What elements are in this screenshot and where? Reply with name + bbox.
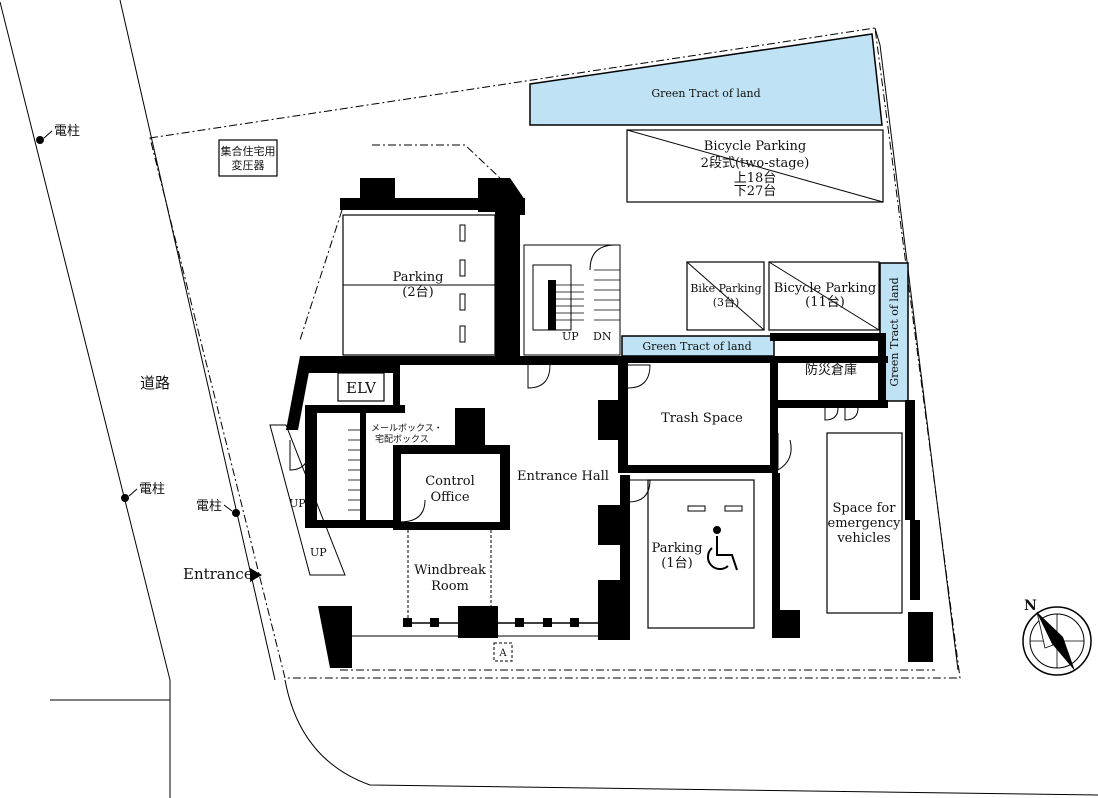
compass-north-icon: N [1022, 598, 1092, 676]
building-walls [286, 333, 933, 668]
disaster-storage: 防災倉庫 [805, 362, 857, 378]
mailbox-label-1: メールボックス・ [371, 423, 443, 434]
transformer-box: 集合住宅用 変圧器 [218, 139, 278, 177]
emergency-label-2: emergency [828, 516, 902, 531]
parking-upper-label-2: (2台) [402, 285, 433, 300]
triangle-right-icon [250, 568, 262, 582]
mailbox-area: メールボックス・ 宅配ボックス [371, 423, 443, 445]
wheelchair-icon [706, 526, 738, 571]
stair-block: UP DN [523, 244, 621, 356]
entry-steps: UP UP [269, 424, 360, 576]
elv-room: ELV [337, 372, 385, 402]
pole-label-1: 電柱 [54, 124, 80, 139]
bicycle-parking-small: Bicycle Parking (11台) [768, 261, 880, 331]
control-office-label-2: Office [430, 490, 469, 505]
section-marker-a: A [493, 642, 513, 662]
parking-upper-label-1: Parking [393, 270, 444, 285]
entrance-marker: Entrance [183, 565, 262, 583]
bicycle-top-label-4: 下27台 [734, 184, 777, 199]
emergency-vehicle-space: Space for emergency vehicles [826, 432, 903, 614]
parking-accessible-label-1: Parking [652, 541, 703, 556]
transformer-label-1: 集合住宅用 [221, 144, 276, 158]
bicycle-parking-top: Bicycle Parking 2段式(two-stage) 上18台 下27台 [626, 129, 884, 203]
bicycle-top-label-2: 2段式(two-stage) [701, 156, 810, 171]
pole-label-3: 電柱 [196, 499, 222, 514]
pole-label-2: 電柱 [139, 482, 165, 497]
utility-pole-3: 電柱 [196, 499, 240, 517]
entry-up-label-1: UP [289, 497, 306, 510]
utility-pole-1: 電柱 [36, 124, 80, 144]
trash-space-label: Trash Space [661, 411, 743, 426]
disaster-storage-label: 防災倉庫 [805, 362, 857, 378]
control-office: Control Office [425, 474, 475, 505]
bike-parking-label-2: (3台) [713, 295, 740, 309]
north-label: N [1024, 598, 1037, 614]
bicycle-small-label-2: (11台) [805, 295, 845, 310]
parking-accessible-label-2: (1台) [661, 556, 692, 571]
emergency-label-3: vehicles [836, 531, 890, 546]
windbreak-room: Windbreak Room [414, 563, 486, 594]
bike-parking-label-1: Bike Parking [690, 282, 761, 295]
transformer-label-2: 変圧器 [232, 158, 265, 172]
green-top-label: Green Tract of land [651, 87, 760, 100]
parking-upper: Parking (2台) [299, 144, 525, 360]
road-label: 道路 [140, 374, 170, 392]
green-mid-label: Green Tract of land [642, 340, 751, 353]
control-office-label-1: Control [425, 474, 475, 489]
bicycle-small-label-1: Bicycle Parking [774, 281, 876, 296]
elv-label: ELV [346, 379, 377, 397]
green-right-label: Green Tract of land [888, 277, 901, 386]
bicycle-top-label-3: 上18台 [734, 171, 777, 186]
site-boundary [149, 27, 961, 679]
svg-text:A: A [498, 648, 507, 659]
emergency-label-1: Space for [833, 501, 897, 516]
stair-up-label: UP [562, 330, 579, 343]
green-tract-top: Green Tract of land [529, 33, 883, 126]
entry-up-label-2: UP [310, 546, 327, 559]
stair-dn-label: DN [593, 330, 612, 343]
accessible-parking: Parking (1台) [647, 479, 755, 629]
windbreak-label-1: Windbreak [414, 563, 486, 578]
bicycle-top-label-1: Bicycle Parking [704, 139, 806, 154]
windbreak-label-2: Room [431, 579, 469, 594]
green-tract-middle: Green Tract of land [621, 335, 775, 357]
trash-space: Trash Space [661, 411, 743, 426]
utility-pole-2: 電柱 [121, 482, 165, 502]
mailbox-label-2: 宅配ボックス [375, 433, 429, 445]
entrance-label: Entrance [183, 565, 253, 583]
entrance-hall-label: Entrance Hall [517, 469, 609, 484]
bike-parking: Bike Parking (3台) [686, 261, 765, 331]
